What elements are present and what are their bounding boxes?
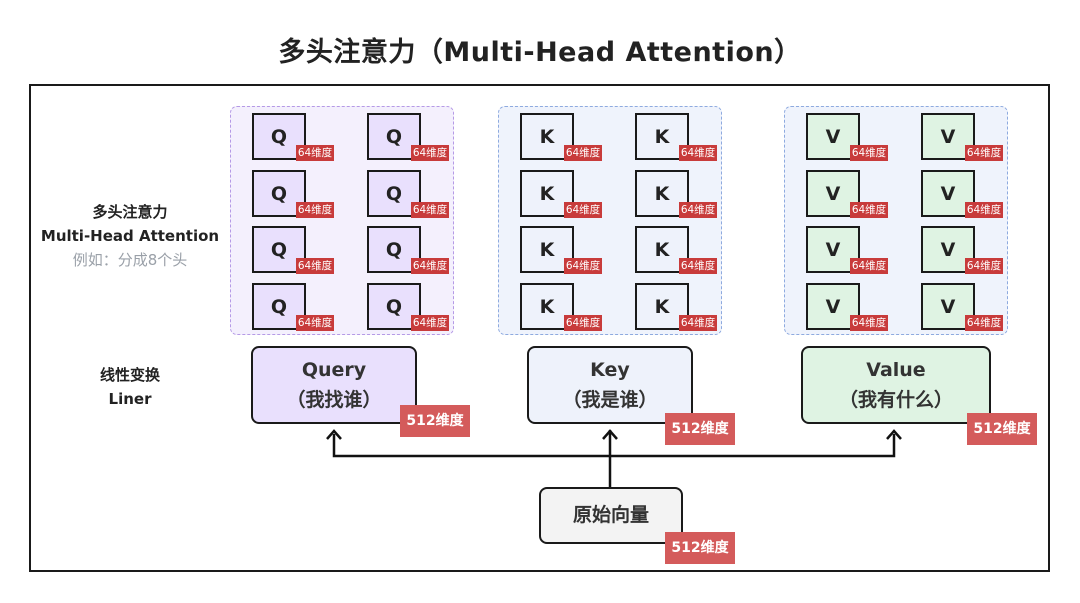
head-dim-badge: 64维度 <box>296 315 334 331</box>
key-dim-badge: 512维度 <box>665 413 735 445</box>
head-dim-badge: 64维度 <box>850 145 888 161</box>
head-dim-badge: 64维度 <box>564 315 602 331</box>
head-dim-badge: 64维度 <box>296 145 334 161</box>
source-dim-badge: 512维度 <box>665 532 735 564</box>
q-head: Q <box>367 283 421 330</box>
head-dim-badge: 64维度 <box>850 258 888 274</box>
query-projection: Query （我找谁） <box>251 346 417 424</box>
multihead-label: 多头注意力 Multi-Head Attention 例如：分成8个头 <box>30 200 230 272</box>
head-dim-badge: 64维度 <box>850 315 888 331</box>
k-head: K <box>520 283 574 330</box>
v-head: V <box>806 283 860 330</box>
head-dim-badge: 64维度 <box>965 315 1003 331</box>
linear-label-cn: 线性变换 <box>99 366 160 384</box>
query-dim-badge: 512维度 <box>400 405 470 437</box>
k-head: K <box>520 113 574 160</box>
arrow-crossbar <box>332 434 896 458</box>
value-projection: Value （我有什么） <box>801 346 991 424</box>
arrow-head-value <box>886 429 902 440</box>
head-dim-badge: 64维度 <box>679 145 717 161</box>
head-dim-badge: 64维度 <box>850 202 888 218</box>
head-dim-badge: 64维度 <box>564 258 602 274</box>
head-dim-badge: 64维度 <box>564 202 602 218</box>
q-head: Q <box>252 113 306 160</box>
head-dim-badge: 64维度 <box>411 315 449 331</box>
k-head: K <box>635 226 689 273</box>
linear-label-en: Liner <box>108 390 152 408</box>
head-dim-badge: 64维度 <box>411 202 449 218</box>
arrow-head-key <box>602 429 618 440</box>
source-vector: 原始向量 <box>539 487 683 544</box>
linear-label: 线性变换 Liner <box>30 363 230 411</box>
head-dim-badge: 64维度 <box>564 145 602 161</box>
query-subtitle: （我找谁） <box>286 389 382 411</box>
head-dim-badge: 64维度 <box>679 202 717 218</box>
value-dim-badge: 512维度 <box>967 413 1037 445</box>
head-dim-badge: 64维度 <box>296 258 334 274</box>
v-head: V <box>921 113 975 160</box>
q-head: Q <box>367 113 421 160</box>
multihead-note: 例如：分成8个头 <box>72 251 188 269</box>
key-subtitle: （我是谁） <box>562 389 658 411</box>
query-title: Query <box>301 359 367 381</box>
multihead-label-cn: 多头注意力 <box>92 203 168 221</box>
head-dim-badge: 64维度 <box>965 145 1003 161</box>
key-title: Key <box>590 359 630 381</box>
head-dim-badge: 64维度 <box>411 145 449 161</box>
head-dim-badge: 64维度 <box>296 202 334 218</box>
arrow-head-query <box>326 429 342 440</box>
head-dim-badge: 64维度 <box>679 258 717 274</box>
value-subtitle: （我有什么） <box>838 389 953 411</box>
key-projection: Key （我是谁） <box>527 346 693 424</box>
head-dim-badge: 64维度 <box>679 315 717 331</box>
head-dim-badge: 64维度 <box>411 258 449 274</box>
q-head: Q <box>252 283 306 330</box>
k-head: K <box>635 283 689 330</box>
head-dim-badge: 64维度 <box>965 258 1003 274</box>
head-dim-badge: 64维度 <box>965 202 1003 218</box>
diagram-title: 多头注意力（Multi-Head Attention） <box>278 37 802 68</box>
diagram-frame <box>29 84 1050 572</box>
value-title: Value <box>866 359 926 381</box>
q-head: Q <box>252 170 306 217</box>
multihead-label-en: Multi-Head Attention <box>40 227 220 245</box>
